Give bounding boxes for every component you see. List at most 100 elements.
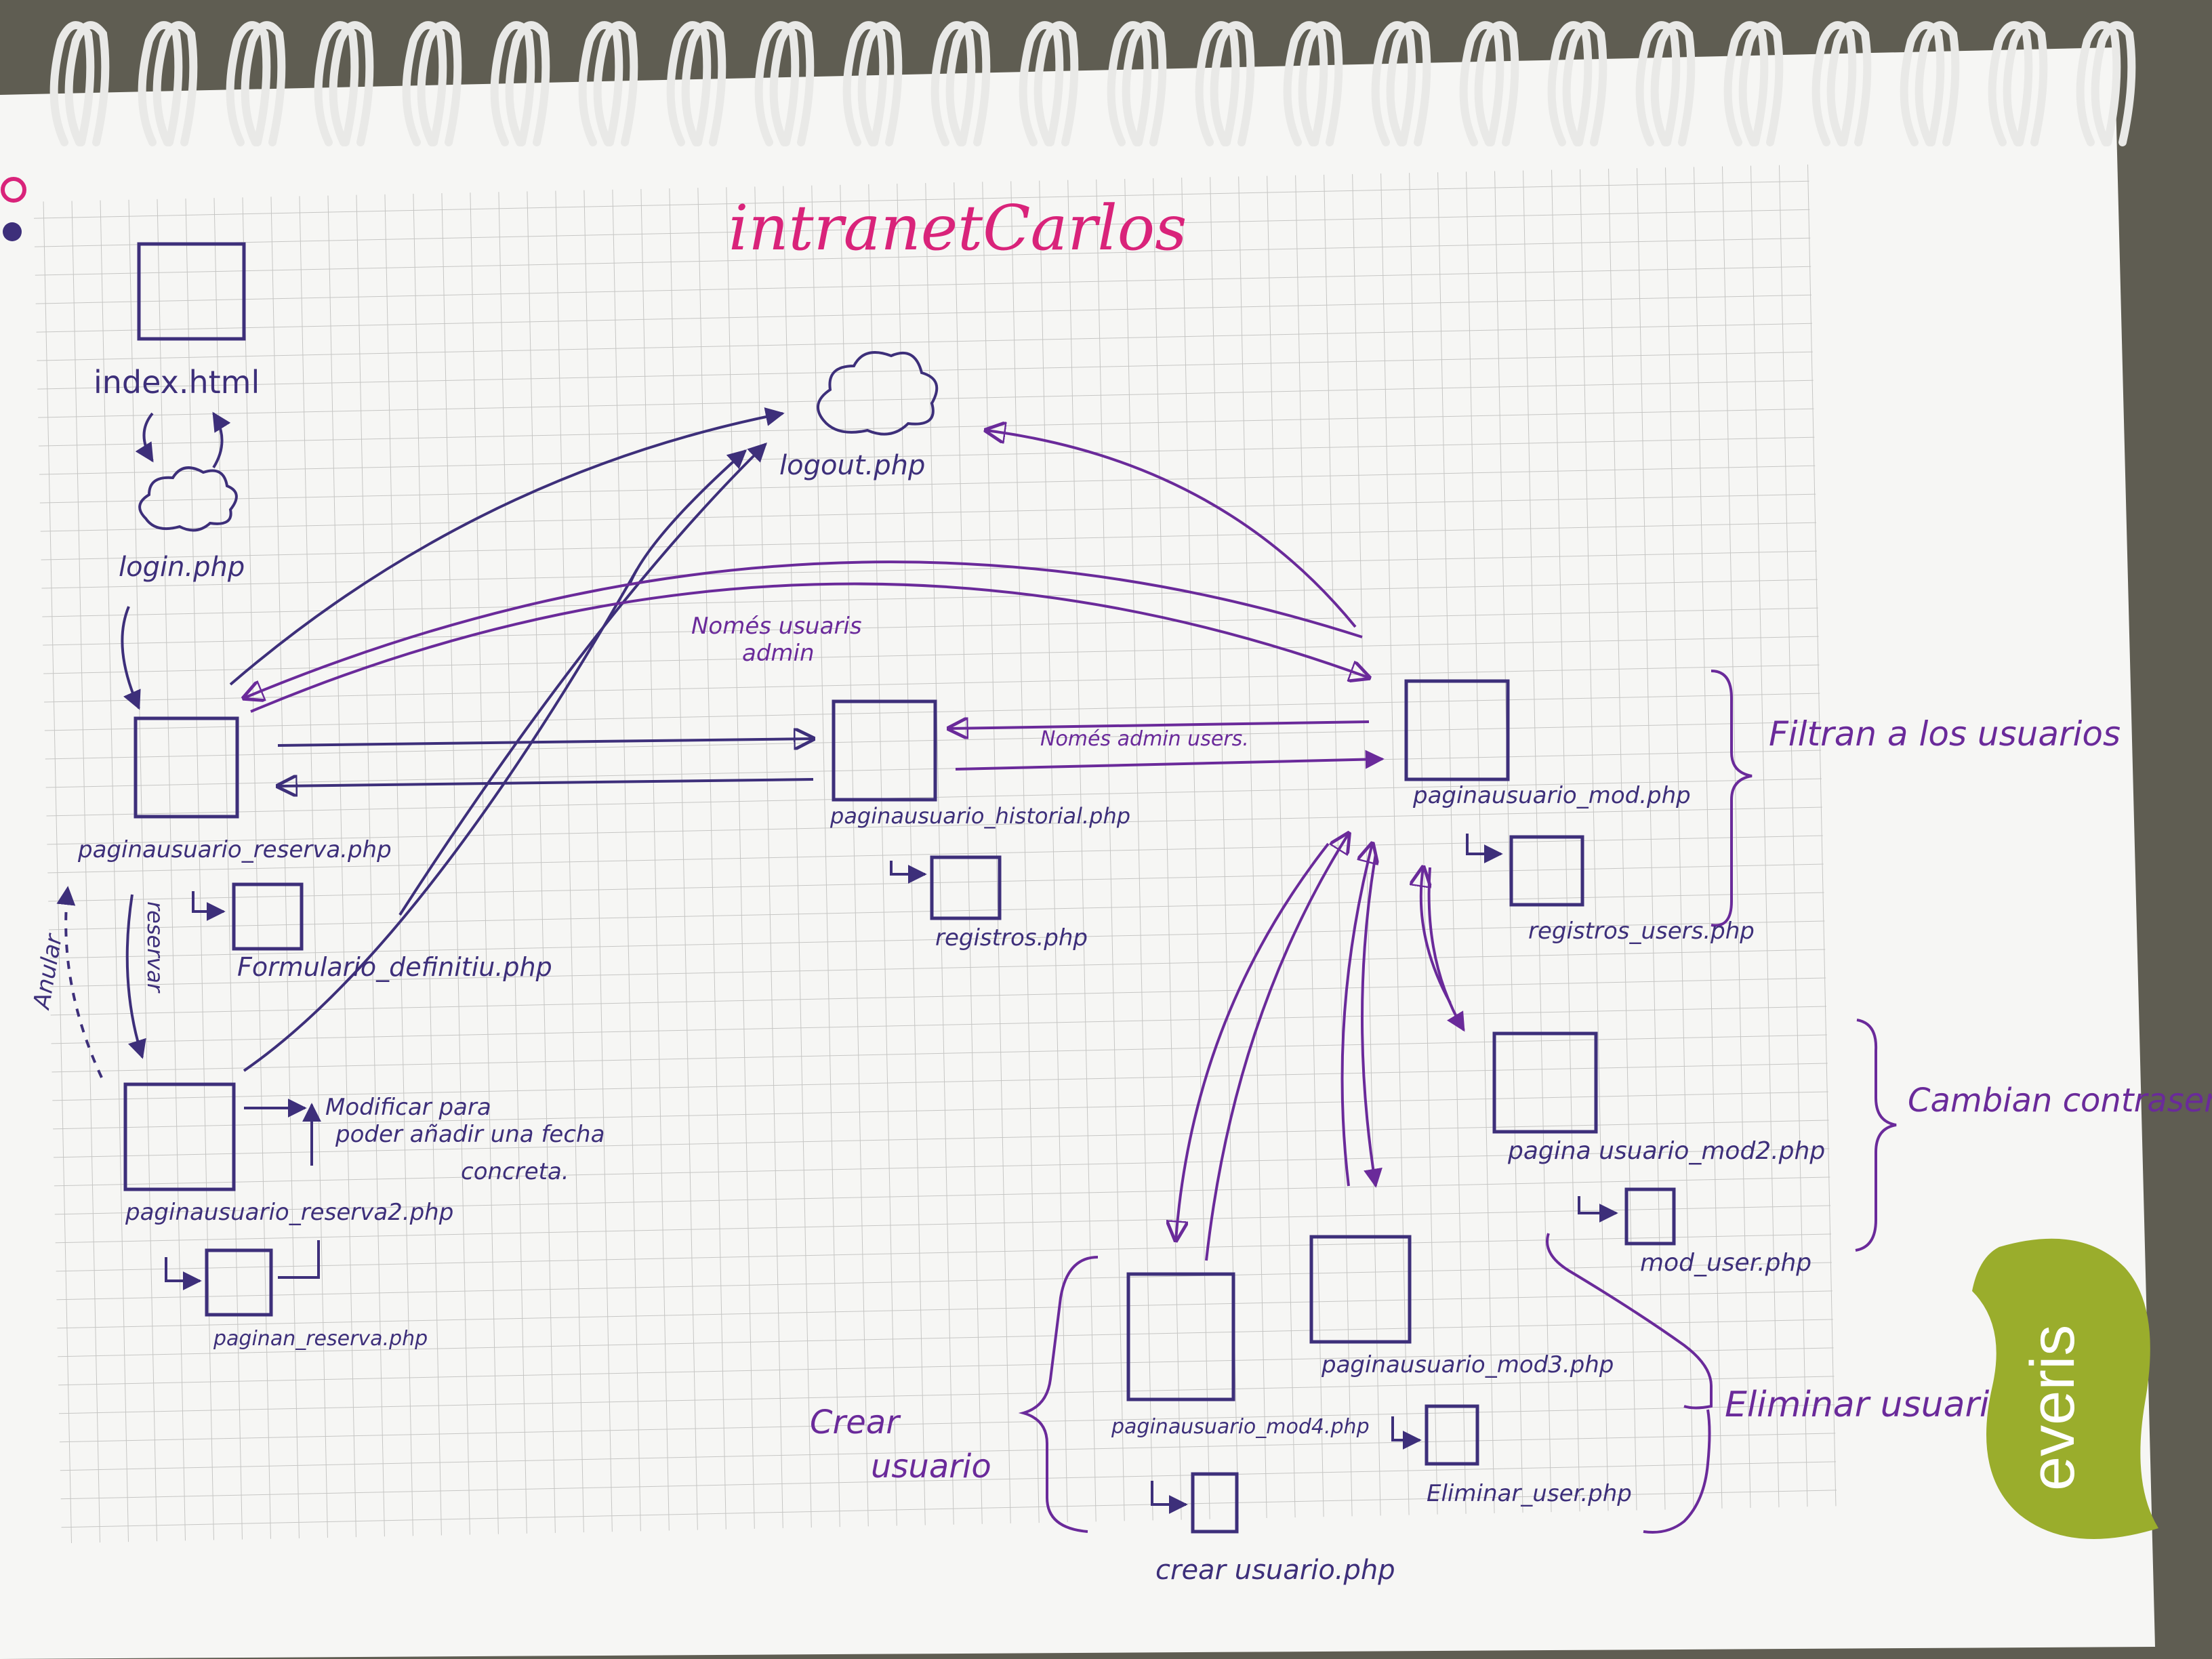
pagina-reserva-return bbox=[278, 1240, 320, 1279]
mod2-box bbox=[1492, 1031, 1598, 1134]
pen-marks bbox=[1, 177, 26, 241]
registros-users-box bbox=[1509, 835, 1584, 907]
everis-logo-text: everis bbox=[2018, 1325, 2087, 1491]
anular-arrow bbox=[56, 886, 103, 1078]
eliminar-user-label: Eliminar_user.php bbox=[1427, 1480, 1632, 1507]
index-label: index.html bbox=[94, 364, 260, 401]
registros-users-branch bbox=[1466, 834, 1503, 863]
reserva-to-mod-arc bbox=[250, 582, 1369, 713]
mod-to-logout-arc bbox=[986, 430, 1357, 628]
eliminar-note: Eliminar usuario bbox=[1725, 1385, 2011, 1425]
reserva-box bbox=[134, 716, 239, 819]
reservar-arrow bbox=[125, 894, 146, 1059]
spiral-ring bbox=[1988, 21, 2048, 146]
crear-usuario-label: crear usuario.php bbox=[1155, 1555, 1395, 1586]
spiral-binding bbox=[49, 21, 2136, 146]
everis-logo: everis bbox=[1972, 1238, 2158, 1539]
spiral-ring bbox=[1635, 21, 1696, 146]
spiral-ring bbox=[2076, 21, 2136, 146]
mod3-label: paginausuario_mod3.php bbox=[1321, 1351, 1614, 1378]
formulario-branch bbox=[192, 891, 226, 921]
login-to-reserva-arrow bbox=[121, 606, 141, 710]
filtran-brace bbox=[1711, 670, 1753, 927]
registros-branch bbox=[890, 861, 927, 884]
cambian-brace bbox=[1855, 1019, 1897, 1252]
spiral-ring bbox=[490, 21, 550, 146]
reservar-label: reservar bbox=[142, 901, 168, 994]
crear-note-2: usuario bbox=[871, 1448, 991, 1486]
reserva2-box bbox=[123, 1082, 236, 1191]
mod-label: paginausuario_mod.php bbox=[1412, 782, 1691, 809]
page-boxes bbox=[123, 242, 1676, 1534]
pagina-reserva-box bbox=[205, 1248, 273, 1317]
spiral-ring bbox=[1107, 21, 1167, 146]
spiral-ring bbox=[49, 21, 110, 146]
mod-box bbox=[1404, 679, 1510, 781]
crear-usuario-box bbox=[1191, 1472, 1239, 1534]
spiral-ring bbox=[1811, 21, 1872, 146]
spiral-ring bbox=[1371, 21, 1431, 146]
historial-to-mod-arrow bbox=[955, 750, 1385, 771]
mod2-to-mod-arrow bbox=[1421, 867, 1452, 1004]
spiral-ring bbox=[1195, 21, 1255, 146]
modificar-note-3: concreta. bbox=[461, 1158, 569, 1185]
registros-box bbox=[930, 855, 1002, 920]
nomes-admin-users-note: Només admin users. bbox=[1040, 727, 1249, 751]
eliminar-user-branch bbox=[1391, 1416, 1422, 1450]
historial-label: paginausuario_historial.php bbox=[830, 803, 1130, 829]
mod-to-mod4-arrow bbox=[1176, 842, 1330, 1240]
spiral-ring bbox=[402, 21, 462, 146]
diagram-title: intranetCarlos bbox=[729, 192, 1187, 264]
spiral-ring bbox=[578, 21, 638, 146]
connections-purple bbox=[244, 430, 1897, 1534]
crear-note-1: Crear bbox=[810, 1404, 901, 1441]
spiral-ring bbox=[226, 21, 286, 146]
mod-to-reserva-arc bbox=[244, 560, 1363, 698]
registros-label: registros.php bbox=[935, 924, 1088, 951]
registros-users-label: registros_users.php bbox=[1528, 918, 1755, 945]
spiral-ring bbox=[1900, 21, 1960, 146]
login-label: login.php bbox=[119, 552, 245, 583]
mod-to-mod2-arrow bbox=[1427, 867, 1465, 1032]
formulario-box bbox=[232, 882, 304, 951]
spiral-ring bbox=[138, 21, 198, 146]
spiral-ring bbox=[842, 21, 903, 146]
cambian-note: Cambian contraseña bbox=[1908, 1082, 2212, 1120]
mod-user-branch bbox=[1578, 1196, 1618, 1223]
reserva-to-historial-arrow bbox=[277, 739, 813, 745]
spiral-ring bbox=[1723, 21, 1784, 146]
mod-to-historial-arrow bbox=[949, 722, 1370, 729]
modificar-note-1: Modificar para bbox=[325, 1094, 491, 1121]
filtran-note: Filtran a los usuarios bbox=[1769, 714, 2121, 754]
notebook-page bbox=[0, 47, 2155, 1659]
nomes-admin-note-2: admin bbox=[742, 640, 815, 667]
spiral-ring bbox=[666, 21, 726, 146]
logout-label: logout.php bbox=[779, 450, 925, 481]
pagina-reserva-label: paginan_reserva.php bbox=[213, 1327, 428, 1351]
eliminar-brace bbox=[1546, 1233, 1713, 1410]
mod2-label: pagina usuario_mod2.php bbox=[1507, 1137, 1825, 1165]
mod4-to-mod-arrow bbox=[1205, 834, 1349, 1261]
reserva2-label: paginausuario_reserva2.php bbox=[125, 1199, 453, 1226]
historial-to-reserva-arrow bbox=[278, 779, 814, 786]
spiral-ring bbox=[1459, 21, 1519, 146]
labels-dark: index.html login.php logout.php paginaus… bbox=[28, 364, 1825, 1586]
labels-purple: Només usuaris admin Només admin users. F… bbox=[691, 613, 2212, 1486]
login-cloud-icon bbox=[138, 466, 238, 532]
historial-to-logout-arrow bbox=[629, 449, 747, 583]
historial-box bbox=[832, 699, 937, 802]
logout-cloud-icon bbox=[817, 351, 939, 436]
reserva-label: paginausuario_reserva.php bbox=[77, 836, 392, 863]
nomes-admin-note-1: Només usuaris bbox=[691, 613, 862, 640]
mod-to-mod3-arrow bbox=[1361, 853, 1382, 1188]
crear-usuario-branch bbox=[1151, 1481, 1188, 1514]
connections-dark bbox=[56, 407, 1618, 1514]
eliminar-brace-lower bbox=[1643, 1409, 1711, 1534]
mod3-box bbox=[1309, 1235, 1412, 1344]
eliminar-user-box bbox=[1425, 1404, 1479, 1466]
spiral-ring bbox=[1283, 21, 1343, 146]
pagina-reserva-branch bbox=[165, 1257, 202, 1290]
formulario-to-logout-line bbox=[398, 443, 767, 916]
mod-user-label: mod_user.php bbox=[1640, 1249, 1811, 1277]
